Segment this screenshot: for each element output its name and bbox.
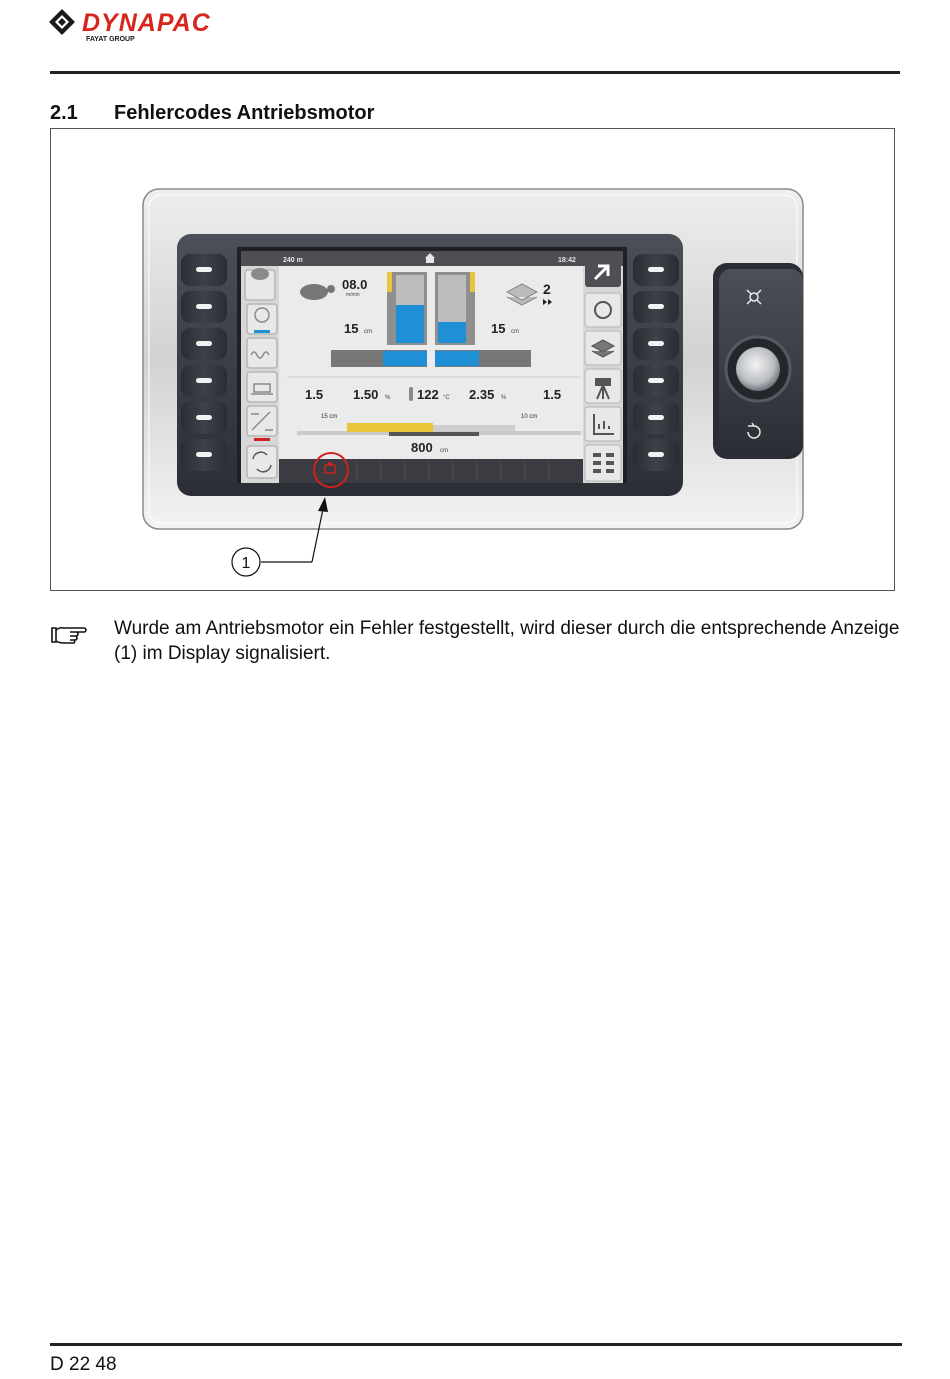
home-icon: [425, 253, 435, 263]
height-left-value: 15: [344, 321, 358, 336]
crown-left-unit: %: [385, 395, 391, 401]
slope-right: 1.5: [543, 387, 561, 402]
back-icon[interactable]: [747, 422, 761, 439]
document-number: D 22 48: [50, 1354, 117, 1375]
extension-right: 10 cm: [521, 414, 537, 420]
screenshot-icon[interactable]: [746, 289, 762, 305]
temperature-unit: °C: [443, 395, 450, 401]
speed-unit: m/min: [346, 292, 360, 298]
section-heading: 2.1 Fehlercodes Antriebsmotor: [50, 102, 374, 125]
screed-icon: [251, 383, 273, 395]
turtle-icon: [300, 284, 328, 300]
left-softkeys: [181, 254, 227, 471]
timer-icon: [254, 307, 270, 323]
height-bars: [387, 272, 475, 345]
refresh-icon: [252, 451, 272, 473]
rotary-knob[interactable]: [736, 347, 780, 391]
callout-label: 1: [242, 555, 251, 572]
section-title: Fehlercodes Antriebsmotor: [114, 102, 375, 124]
fault-highlight-ring: [313, 452, 349, 488]
slope-left: 1.5: [305, 387, 323, 402]
speed-value: 08.0: [342, 277, 367, 292]
figure-frame: 240 m 18:42: [50, 128, 895, 591]
survey-tripod-icon[interactable]: [595, 378, 611, 400]
control-panel-illustration: 240 m 18:42: [142, 188, 804, 577]
screed-width-unit: cm: [440, 448, 448, 454]
height-right-unit: cm: [511, 329, 519, 335]
chart-icon[interactable]: [593, 414, 614, 435]
crown-right-unit: %: [501, 395, 507, 401]
height-right-value: 15: [491, 321, 505, 336]
logo-diamond-icon: [49, 9, 75, 35]
arrow-exit-icon[interactable]: [593, 264, 610, 281]
left-screen-icons: [244, 268, 278, 479]
brand-subtitle: FAYAT GROUP: [86, 36, 135, 43]
layer-stack-icon: [505, 283, 539, 306]
distance-readout: 240 m: [283, 257, 303, 264]
thermometer-icon: [409, 387, 413, 401]
note-text: Wurde am Antriebsmotor ein Fehler festge…: [114, 618, 900, 664]
dynapac-logo: DYNAPAC FAYAT GROUP: [49, 9, 211, 43]
screed-diagram: [297, 423, 581, 436]
leveling-icon: [251, 411, 273, 431]
right-softkeys: [633, 254, 679, 471]
layers-icon[interactable]: [590, 339, 616, 358]
footer-rule: [50, 1343, 902, 1346]
callout-circle: [231, 547, 261, 577]
temperature: 122: [417, 387, 439, 402]
crown-right: 2.35: [469, 387, 494, 402]
header-rule: [50, 71, 900, 74]
layer-count: 2: [543, 281, 551, 297]
height-left-unit: cm: [364, 329, 372, 335]
pointing-hand-icon: [51, 626, 87, 644]
menu-grid-icon[interactable]: [593, 453, 614, 473]
crown-left: 1.50: [353, 387, 378, 402]
vibration-icon: [250, 351, 270, 359]
conveyor-bars: [331, 350, 531, 367]
brand-name: DYNAPAC: [82, 9, 211, 37]
extension-left: 15 cm: [321, 414, 337, 420]
engine-fault-icon: [324, 462, 336, 474]
section-number: 2.1: [50, 102, 78, 124]
screed-width: 800: [411, 440, 433, 455]
settings-icon[interactable]: [594, 301, 612, 319]
engine-icon: [251, 268, 269, 280]
right-screen-icons: [584, 251, 622, 482]
clock-readout: 18:42: [558, 257, 576, 264]
callout-arrowhead: [318, 497, 328, 512]
